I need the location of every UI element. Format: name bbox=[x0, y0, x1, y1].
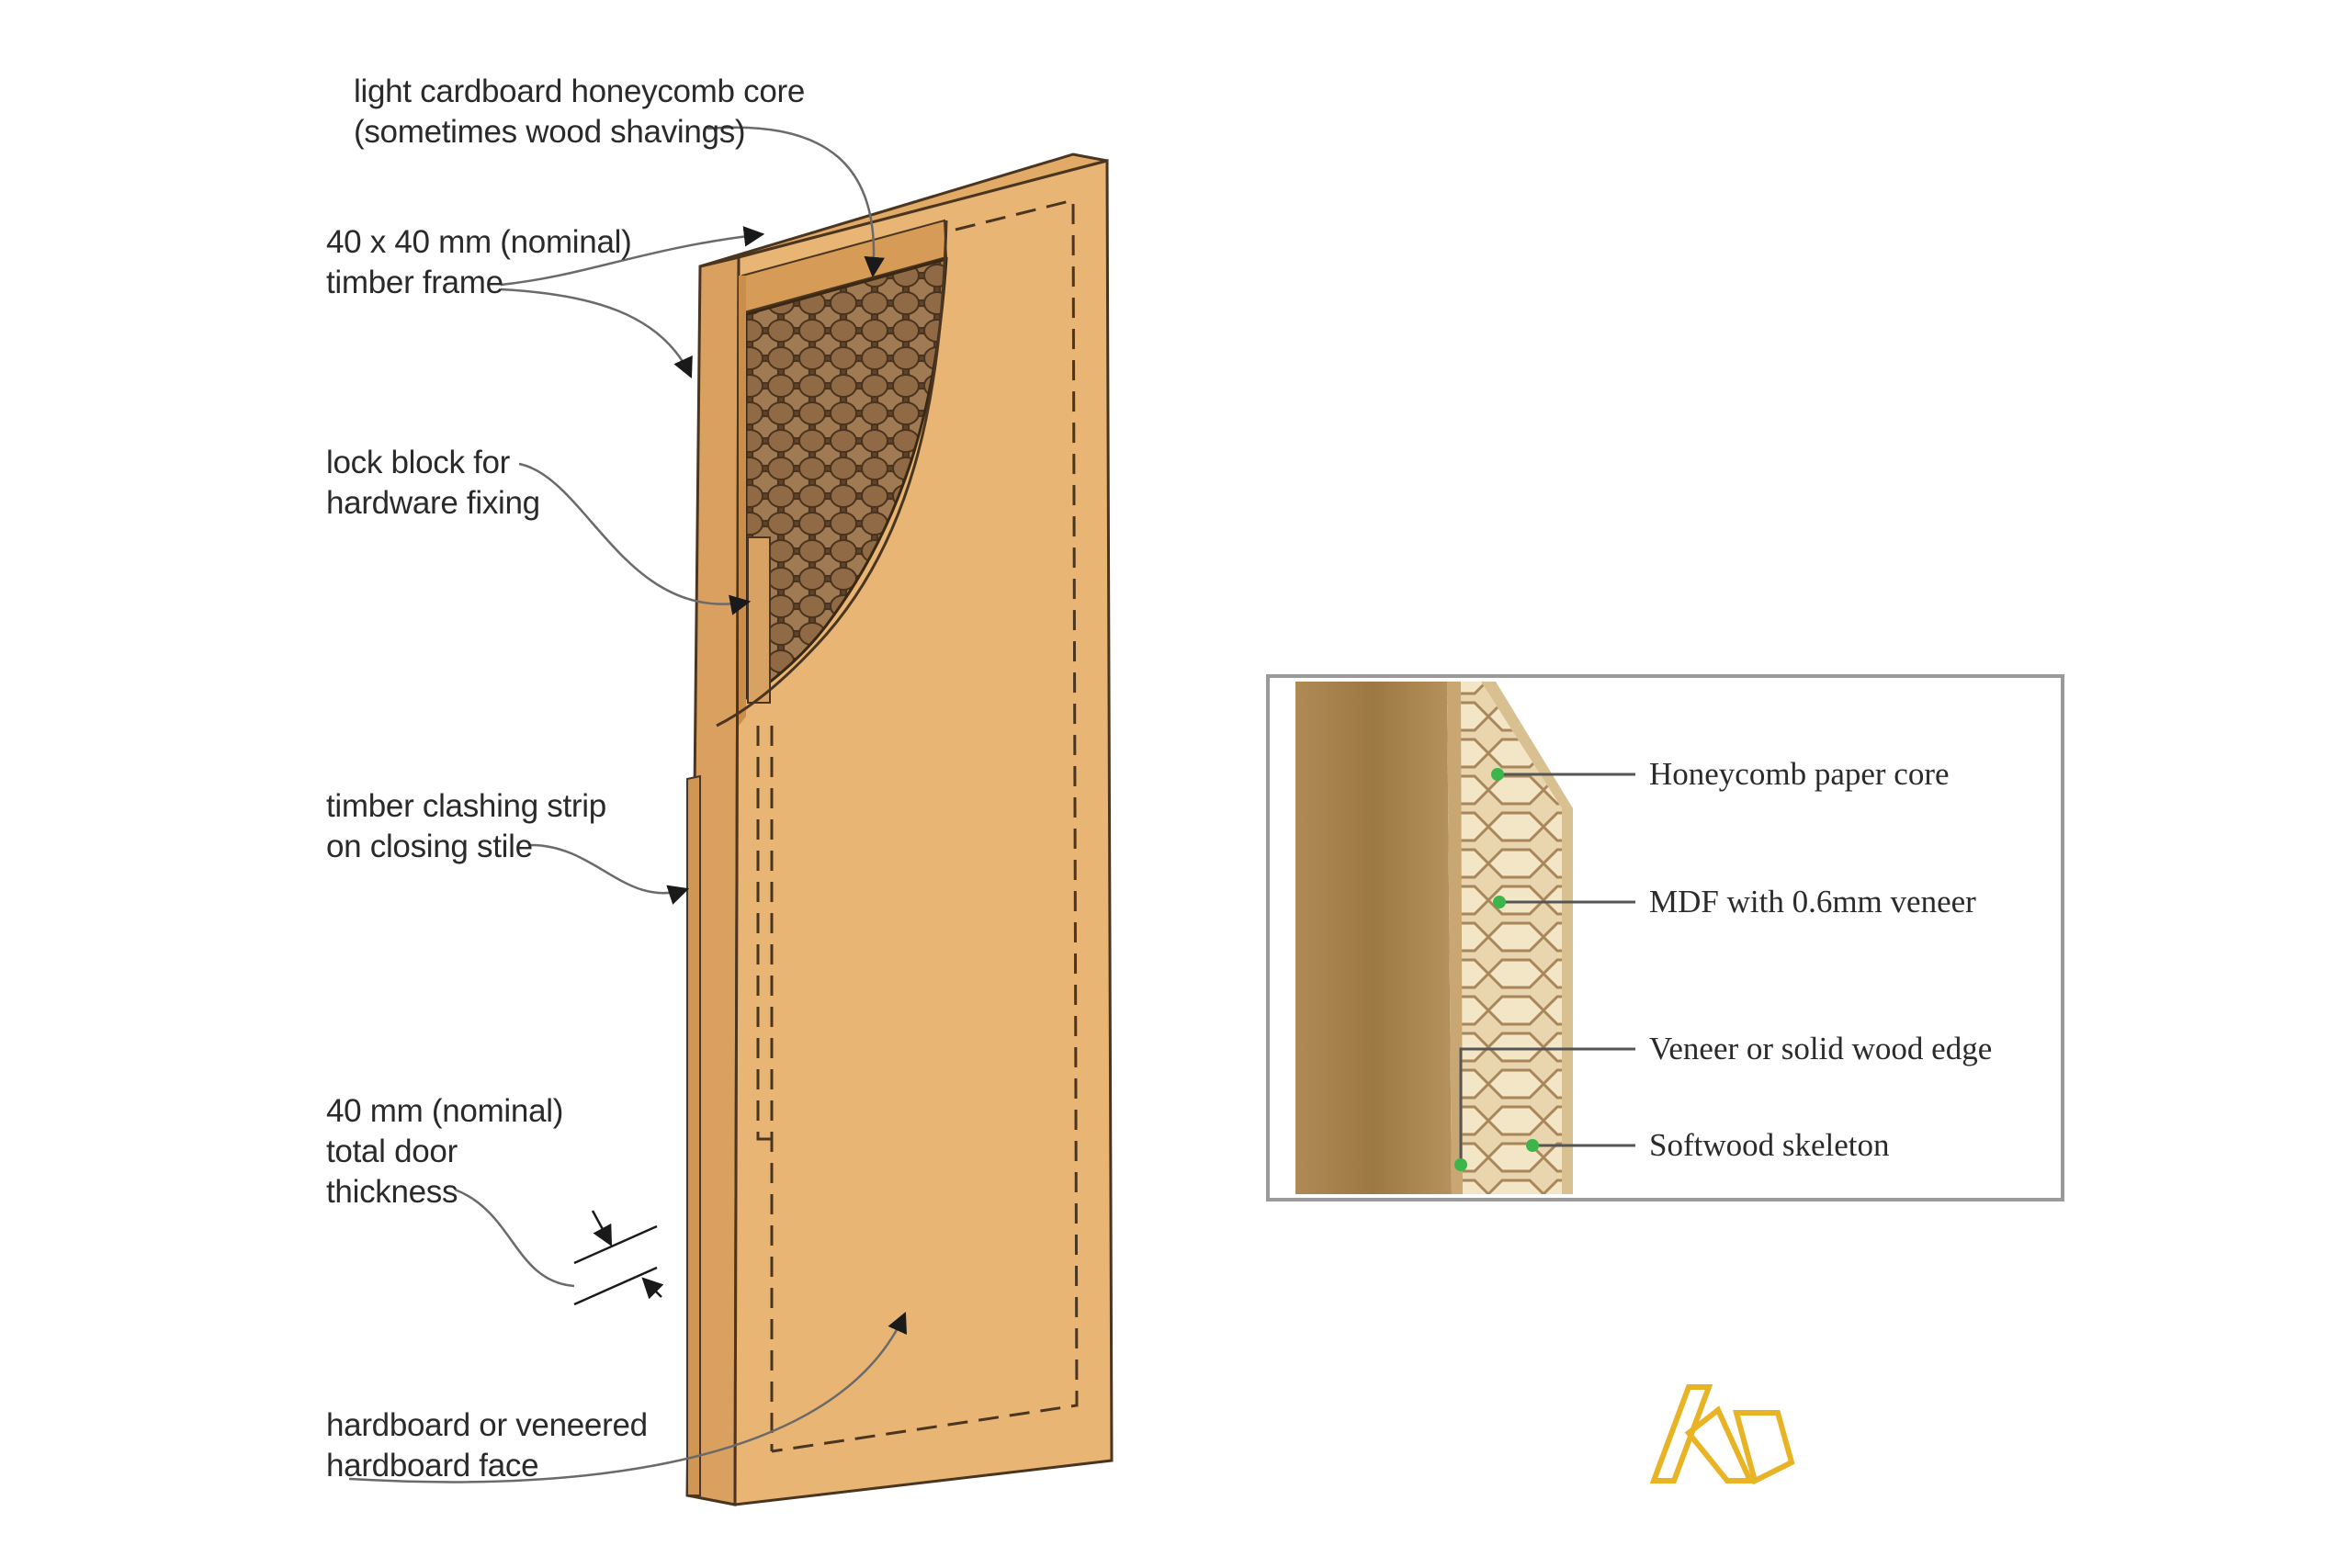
marker-honeycomb bbox=[1491, 768, 1504, 781]
label-door-thickness-line2: total door bbox=[326, 1134, 458, 1169]
lock-block bbox=[747, 536, 771, 704]
label-clashing-strip-line2: on closing stile bbox=[326, 829, 533, 864]
face-veneer-edge bbox=[716, 220, 948, 728]
label-hardboard-face: hardboard or veneered hardboard face bbox=[326, 1405, 648, 1486]
photo-label-honeycomb: Honeycomb paper core bbox=[1649, 756, 1950, 792]
label-clashing-strip: timber clashing strip on closing stile bbox=[326, 786, 606, 867]
photo-veneer-face bbox=[1295, 682, 1452, 1194]
label-door-thickness-line3: thickness bbox=[326, 1174, 458, 1210]
logo-mark-left bbox=[1649, 1384, 1713, 1483]
photo-label-skeleton: Softwood skeleton bbox=[1649, 1127, 1890, 1163]
photo-honeycomb-section bbox=[1447, 682, 1562, 1194]
door-illustration bbox=[685, 152, 1114, 1506]
thickness-dimension bbox=[573, 1210, 664, 1306]
label-timber-frame: 40 x 40 mm (nominal) timber frame bbox=[326, 222, 632, 303]
label-lock-block: lock block for hardware fixing bbox=[326, 443, 540, 524]
label-door-thickness-line1: 40 mm (nominal) bbox=[326, 1093, 564, 1129]
logo-mark-right bbox=[1733, 1410, 1795, 1485]
photo-label-mdf: MDF with 0.6mm veneer bbox=[1649, 884, 1976, 919]
hidden-frame-line-right bbox=[771, 198, 1079, 1453]
hidden-lock-block-line bbox=[756, 726, 772, 1141]
label-timber-frame-line2: timber frame bbox=[326, 265, 503, 300]
timber-frame-stile bbox=[739, 276, 746, 726]
timber-clashing-strip bbox=[686, 774, 701, 1496]
marker-skeleton bbox=[1526, 1139, 1539, 1152]
label-timber-frame-line1: 40 x 40 mm (nominal) bbox=[326, 224, 632, 260]
label-hardboard-face-line2: hardboard face bbox=[326, 1448, 539, 1483]
door-leader-lines bbox=[348, 126, 907, 1483]
photo-solid-edge bbox=[1447, 682, 1463, 1194]
label-hardboard-face-line1: hardboard or veneered bbox=[326, 1407, 648, 1443]
brand-logo bbox=[1649, 1384, 1795, 1485]
photo-label-edge: Veneer or solid wood edge bbox=[1649, 1031, 1993, 1066]
label-clashing-strip-line1: timber clashing strip bbox=[326, 788, 606, 824]
marker-edge bbox=[1454, 1158, 1467, 1171]
label-honeycomb-core-line2: (sometimes wood shavings) bbox=[354, 114, 746, 150]
label-honeycomb-core-line1: light cardboard honeycomb core bbox=[354, 73, 806, 109]
logo-mark-middle bbox=[1684, 1405, 1755, 1483]
photo-markers bbox=[1454, 768, 1539, 1171]
label-lock-block-line2: hardware fixing bbox=[326, 485, 540, 521]
label-door-thickness: 40 mm (nominal) total door thickness bbox=[326, 1091, 563, 1213]
marker-mdf bbox=[1493, 896, 1506, 908]
photo-mdf-skin bbox=[1481, 682, 1573, 1194]
door-section-photo bbox=[1266, 674, 2064, 1201]
label-lock-block-line1: lock block for bbox=[326, 445, 511, 480]
photo-leader-lines bbox=[1459, 773, 1635, 1162]
label-honeycomb-core: light cardboard honeycomb core (sometime… bbox=[354, 72, 805, 152]
